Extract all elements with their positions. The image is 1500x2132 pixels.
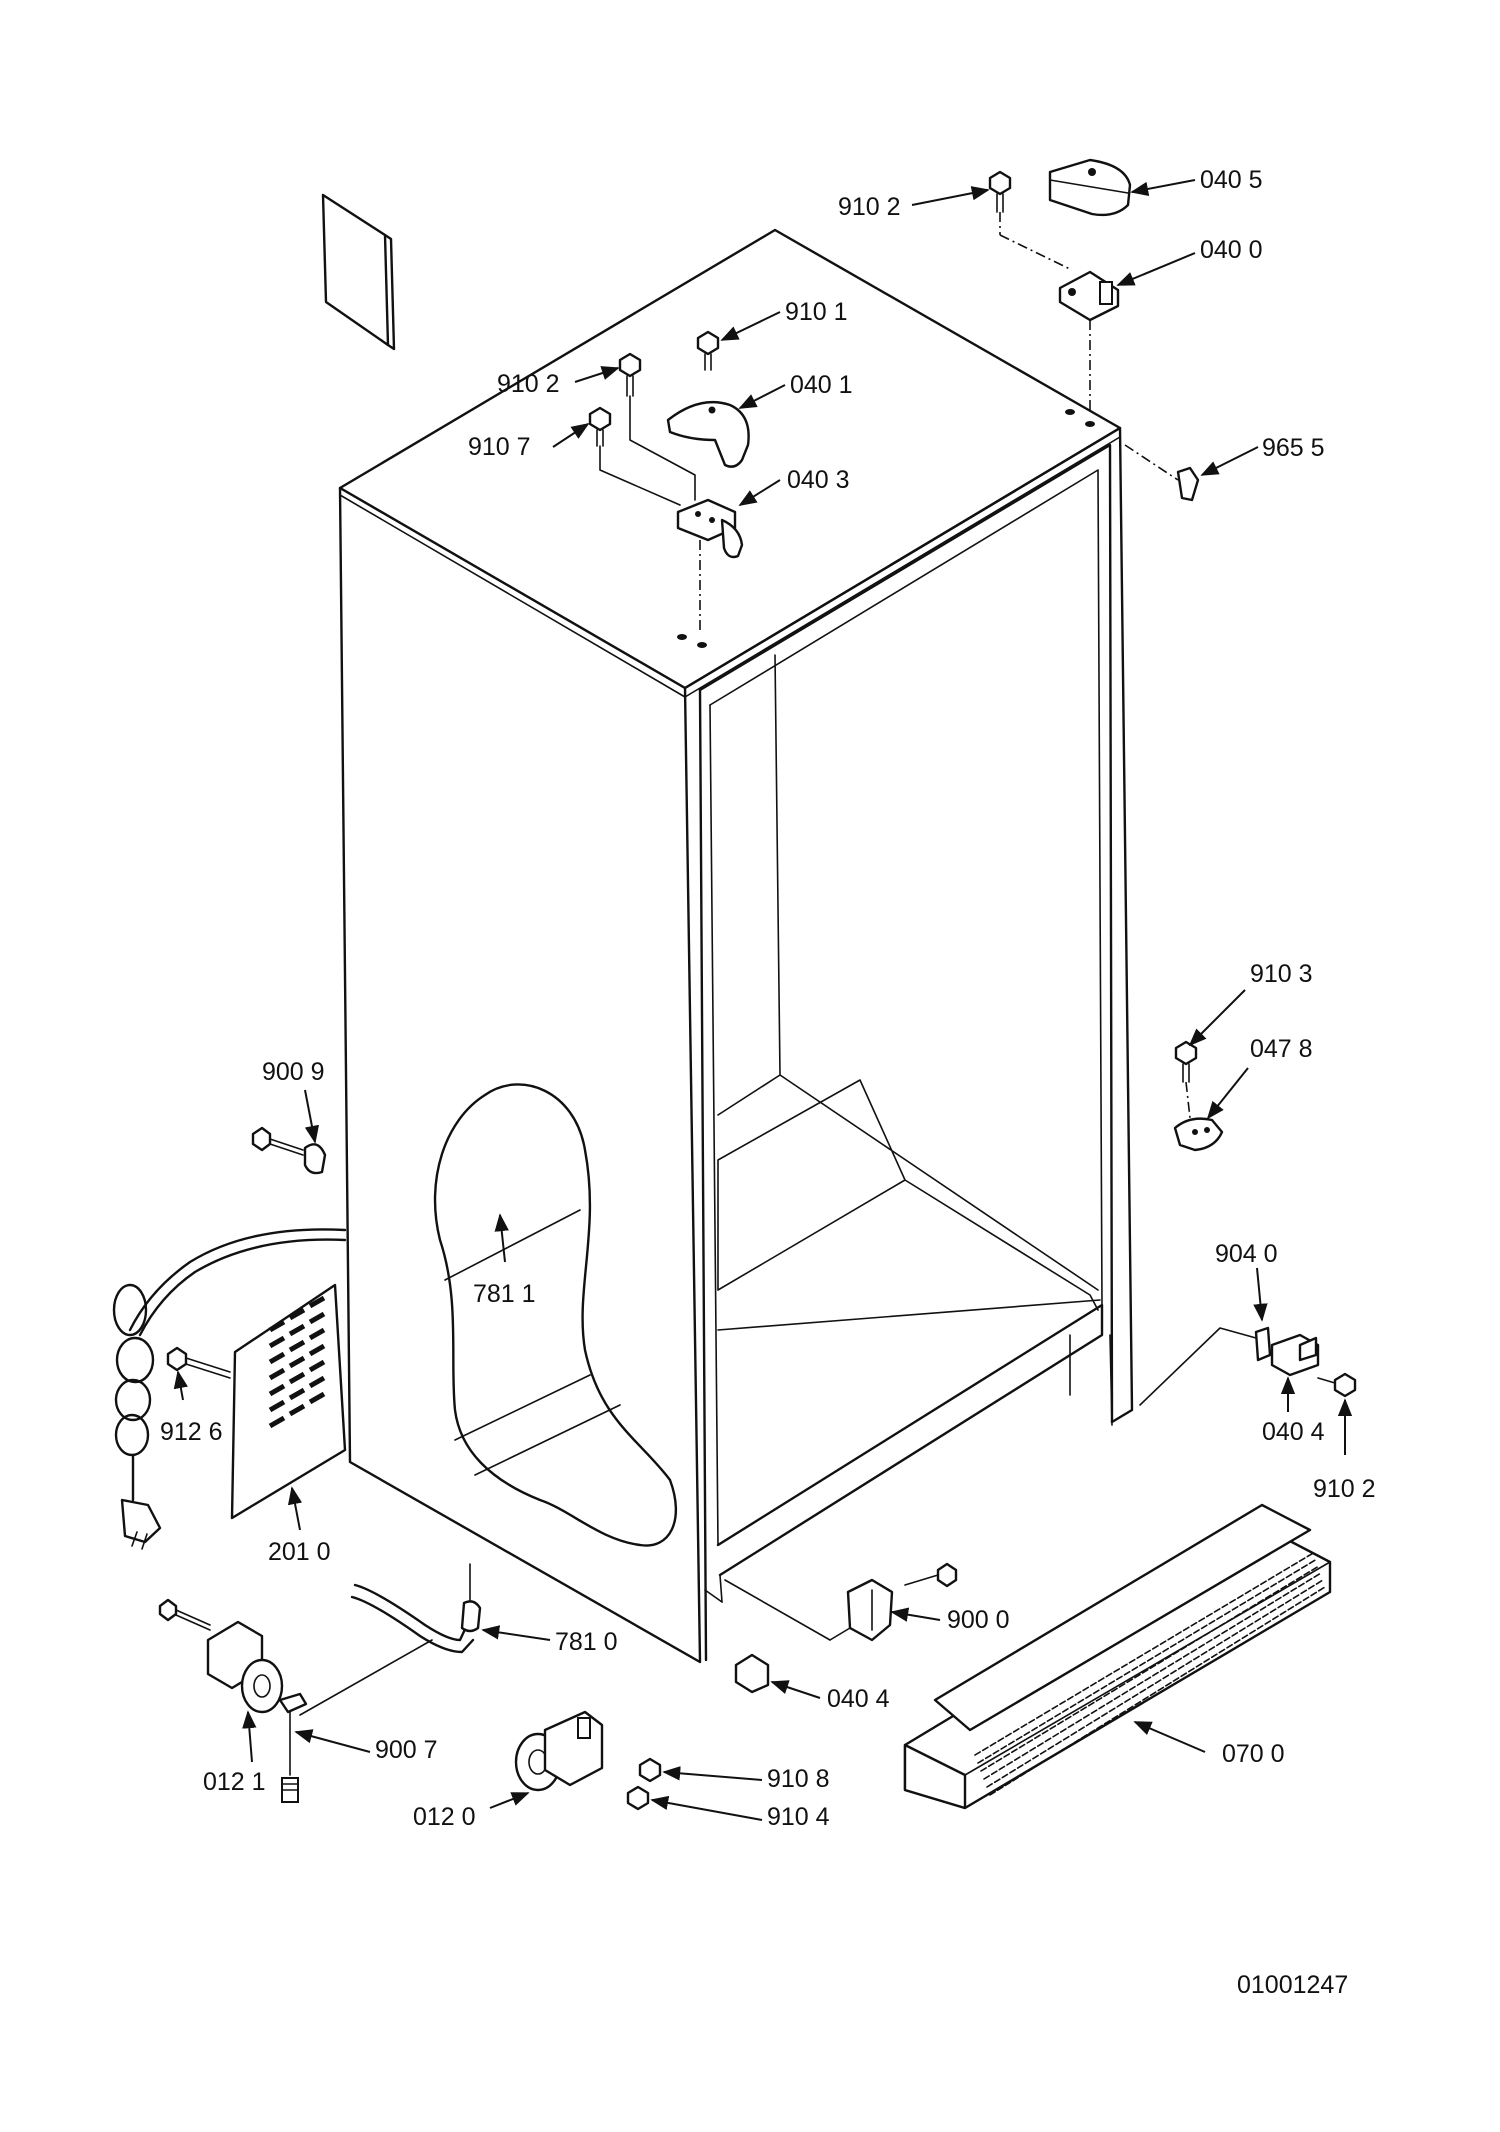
callout-040-4-bottom: 040 4: [827, 1685, 890, 1713]
callout-040-4-right: 040 4: [1262, 1418, 1325, 1446]
callout-781-0: 781 0: [555, 1628, 618, 1656]
callout-012-0: 012 0: [413, 1803, 476, 1831]
screw-910-7: [588, 406, 612, 447]
center-hinge-cover: [666, 401, 750, 468]
screw-910-4: [626, 1785, 650, 1811]
vent-slot: [288, 1307, 306, 1321]
vent-slot: [308, 1311, 326, 1325]
vent-slot: [308, 1391, 326, 1405]
screw-910-2-right: [1317, 1372, 1357, 1398]
bracket-040-4-right: [1270, 1333, 1320, 1377]
callout-047-8: 047 8: [1250, 1035, 1313, 1063]
instruction-sheet: [321, 193, 396, 351]
vent-slot: [268, 1351, 286, 1365]
bracket-900-0: [846, 1578, 894, 1642]
callout-781-1: 781 1: [473, 1280, 536, 1308]
grille-slat: [983, 1572, 1322, 1780]
callout-910-2-right: 910 2: [1313, 1475, 1376, 1503]
callout-910-4: 910 4: [767, 1803, 830, 1831]
vent-slot: [308, 1295, 326, 1309]
callout-900-9: 900 9: [262, 1058, 325, 1086]
callout-900-0: 900 0: [947, 1606, 1010, 1634]
side-cutaway: [433, 1083, 678, 1547]
callout-040-0: 040 0: [1200, 236, 1263, 264]
callout-040-1: 040 1: [790, 371, 853, 399]
callout-900-7: 900 7: [375, 1736, 438, 1764]
vent-slot: [308, 1343, 326, 1357]
clip-965-5: [1124, 444, 1200, 502]
screw-910-3: [1174, 1040, 1198, 1083]
vent-slot: [268, 1383, 286, 1397]
vent-slot: [268, 1335, 286, 1349]
caster-012-0: [514, 1710, 604, 1792]
screw-910-2-mid: [618, 352, 642, 397]
screw-912-6: [166, 1346, 231, 1379]
leader-lines: [173, 179, 1353, 1821]
hinge-cover-top: [1048, 158, 1132, 217]
callout-070-0: 070 0: [1222, 1740, 1285, 1768]
vent-slot: [308, 1327, 326, 1341]
callout-965-5: 965 5: [1262, 434, 1325, 462]
bracket-047-8: [1173, 1117, 1224, 1152]
power-cord: [112, 1228, 347, 1550]
grille-slat: [986, 1579, 1324, 1788]
caster-012-1: [158, 1598, 308, 1803]
clip-900-9: [303, 1143, 327, 1175]
callout-labels: 040 5 910 2 040 0 910 1 910 2 040 1 910 …: [160, 166, 1376, 1831]
vent-slot: [288, 1403, 306, 1417]
bracket-904-0: [1254, 1326, 1272, 1362]
grille-slat: [977, 1558, 1318, 1764]
hinge-top: [1058, 270, 1120, 322]
callout-910-1: 910 1: [785, 298, 848, 326]
vent-slot: [268, 1319, 286, 1333]
vent-slot: [308, 1359, 326, 1373]
center-hinge: [676, 498, 744, 559]
vent-slot: [308, 1375, 326, 1389]
water-tube-781-0: [350, 1563, 482, 1654]
vent-slot: [288, 1355, 306, 1369]
vent-slot: [288, 1387, 306, 1401]
screw-900-9: [251, 1126, 304, 1156]
callout-910-2-top: 910 2: [838, 193, 901, 221]
callout-910-7: 910 7: [468, 433, 531, 461]
vent-slot: [268, 1367, 286, 1381]
callout-910-2-mid: 910 2: [497, 370, 560, 398]
callout-912-6: 912 6: [160, 1418, 223, 1446]
callout-201-0: 201 0: [268, 1538, 331, 1566]
vent-slot: [288, 1323, 306, 1337]
vent-slot: [268, 1399, 286, 1413]
vent-slot: [288, 1371, 306, 1385]
screw-910-2-top: [988, 170, 1012, 213]
grille-slat: [980, 1565, 1320, 1772]
screw-910-8: [638, 1757, 662, 1783]
grille-slat: [989, 1586, 1326, 1796]
callout-040-5-top: 040 5: [1200, 166, 1263, 194]
vent-slot: [288, 1339, 306, 1353]
vent-slot: [268, 1415, 286, 1429]
document-id: 01001247: [1237, 1971, 1348, 1999]
back-panel-201-0: [230, 1283, 347, 1520]
callout-910-8: 910 8: [767, 1765, 830, 1793]
callout-040-3: 040 3: [787, 466, 850, 494]
grille-slat: [974, 1551, 1316, 1756]
screw-900-0: [904, 1562, 958, 1588]
kickplate-grille: [903, 1503, 1332, 1810]
screw-910-1: [696, 330, 720, 371]
callout-904-0: 904 0: [1215, 1240, 1278, 1268]
callout-910-3: 910 3: [1250, 960, 1313, 988]
bracket-040-4-bottom: [734, 1653, 770, 1694]
callout-012-1: 012 1: [203, 1768, 266, 1796]
